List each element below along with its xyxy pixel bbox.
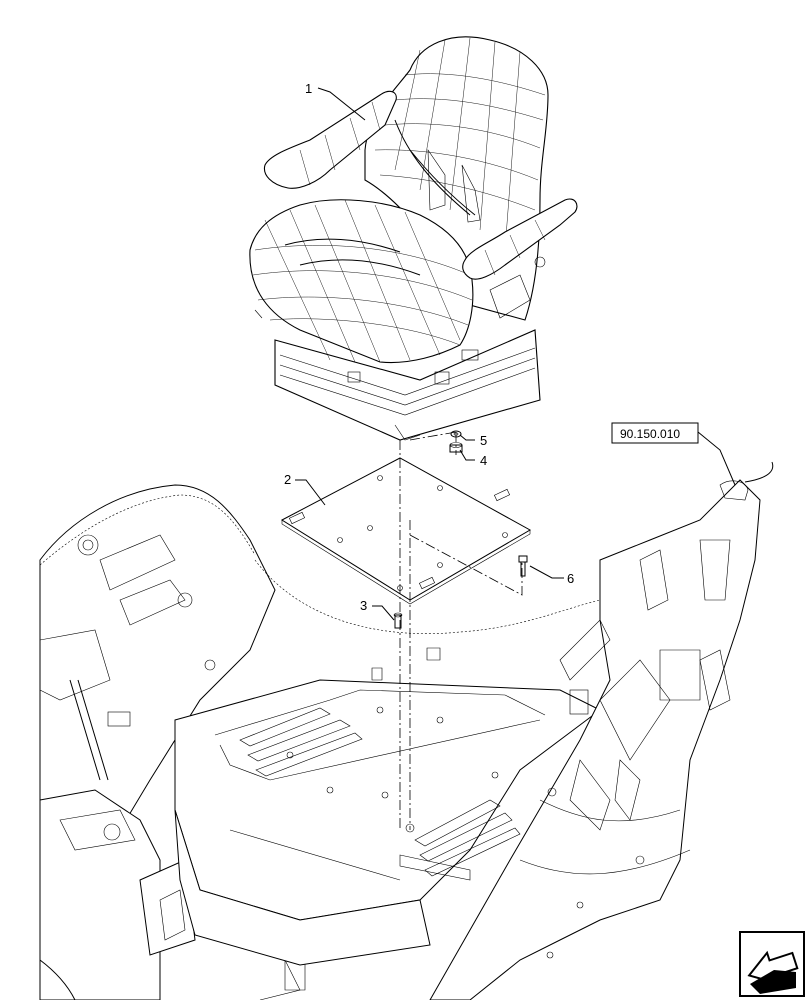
cab-frame [39, 461, 774, 1000]
bolt-3 [393, 612, 403, 629]
center-lines [399, 431, 523, 830]
leader-lines [295, 87, 736, 621]
callout-4: 4 [480, 453, 487, 468]
next-page-arrow-icon[interactable] [739, 931, 805, 997]
operator-seat [249, 36, 578, 441]
callout-2: 2 [284, 472, 291, 487]
callout-1: 1 [305, 81, 312, 96]
mounting-plate [280, 457, 532, 605]
callout-labels: 1 2 3 4 5 6 [284, 81, 574, 613]
callout-3: 3 [360, 598, 367, 613]
callout-6: 6 [567, 571, 574, 586]
floor-studs [286, 647, 499, 833]
bolt-6 [518, 555, 528, 577]
callout-5: 5 [480, 433, 487, 448]
reference-link[interactable]: 90.150.010 [611, 422, 699, 444]
nut-4 [449, 442, 463, 453]
floor-mat-right [414, 799, 521, 877]
reference-label[interactable]: 90.150.010 [620, 427, 680, 441]
floor-mat-left [239, 707, 363, 777]
